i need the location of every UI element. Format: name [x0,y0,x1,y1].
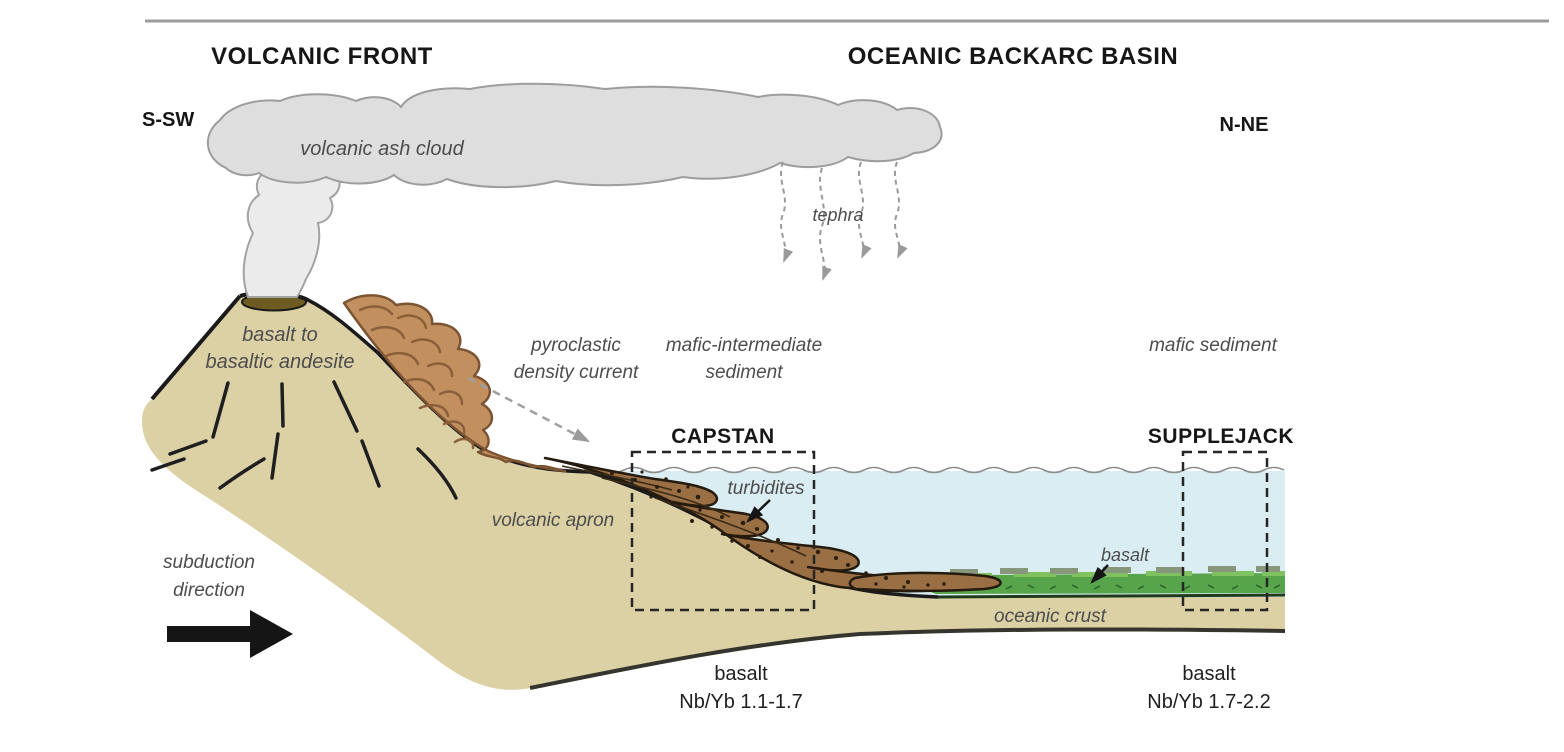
ash-cloud [206,82,943,189]
volcanic-front-title: VOLCANIC FRONT [211,43,433,70]
backarc-basin-water-group [583,466,1285,598]
turbidite-lobes-group [543,456,1002,593]
tephra-fall-arrow [818,167,832,281]
turbidites-arrow [746,499,771,523]
apron-scallop-texture [358,305,475,450]
volcano-composition-label-line2: basaltic andesite [206,351,355,373]
landmass-shape [142,292,1285,690]
tephra-label: tephra [812,205,863,225]
turbidites-label: turbidites [727,478,805,499]
supplejack-site-label: SUPPLEJACK [1148,425,1294,448]
subduction-direction-arrow [167,610,293,658]
capstan-ratio-label: Nb/Yb 1.1-1.7 [679,691,802,713]
tephra-fall-group [780,161,908,281]
capstan-site-group: CAPSTAN [630,425,816,612]
supplejack-site-group: SUPPLEJACK [1148,425,1294,612]
subduction-label-line2: direction [173,580,245,601]
mafic-intermediate-label-line2: sediment [705,362,783,383]
subduction-label-line1: subduction [163,552,255,573]
tephra-fall-arrow [894,161,908,259]
compass-nne-label: N-NE [1220,114,1269,136]
left-slope-outline [150,294,242,401]
supplejack-rock-label: basalt [1182,663,1236,685]
basalt-layer-bottom-line [937,593,1286,599]
landmass-group [142,292,1285,690]
oceanic-backarc-basin-title: OCEANIC BACKARC BASIN [848,43,1179,70]
pyroclastic-label-line2: density current [514,362,639,383]
capstan-site-label: CAPSTAN [671,425,774,448]
turbidite-speckles [610,470,946,589]
volcano-fault-lines [150,380,458,500]
pyroclastic-label-line1: pyroclastic [530,335,621,356]
oceanic-crust-label: oceanic crust [994,606,1107,627]
basalt-flow-label: basalt [1101,545,1150,565]
compass-ssw-label: S-SW [142,109,194,131]
volcanic-apron-shape [342,294,567,473]
volcanic-apron-group [342,294,567,473]
subduction-group: subduction direction [163,552,293,658]
volcano-composition-label-line1: basalt to [242,324,318,346]
capstan-rock-label: basalt [714,663,768,685]
supplejack-geochem-labels: basalt Nb/Yb 1.7-2.2 [1147,663,1270,713]
capstan-geochem-labels: basalt Nb/Yb 1.1-1.7 [679,663,802,713]
supplejack-site-box [1181,450,1269,612]
basalt-annotation: basalt [1090,545,1150,584]
mafic-sediment-label: mafic sediment [1149,335,1277,356]
capstan-site-box [630,450,816,612]
sea-surface-wavy-line [583,466,1285,474]
pyroclastic-flow-arrow [467,376,591,443]
pyroclastic-group: pyroclastic density current [467,335,639,443]
turbidite-distal-lobe [848,571,1002,593]
ash-cloud-label: volcanic ash cloud [300,138,464,160]
sea-water [590,471,1285,598]
turbidites-annotation: turbidites [727,478,805,523]
volcanic-apron-label: volcanic apron [492,510,615,531]
supplejack-ratio-label: Nb/Yb 1.7-2.2 [1147,691,1270,713]
basalt-flow-arrow [1090,564,1109,584]
eruption-plume-group: volcanic ash cloud [206,82,943,298]
mafic-intermediate-label-line1: mafic-intermediate [666,335,822,356]
crust-bottom-outline [529,627,1286,690]
tephra-fall-arrow [858,161,872,259]
